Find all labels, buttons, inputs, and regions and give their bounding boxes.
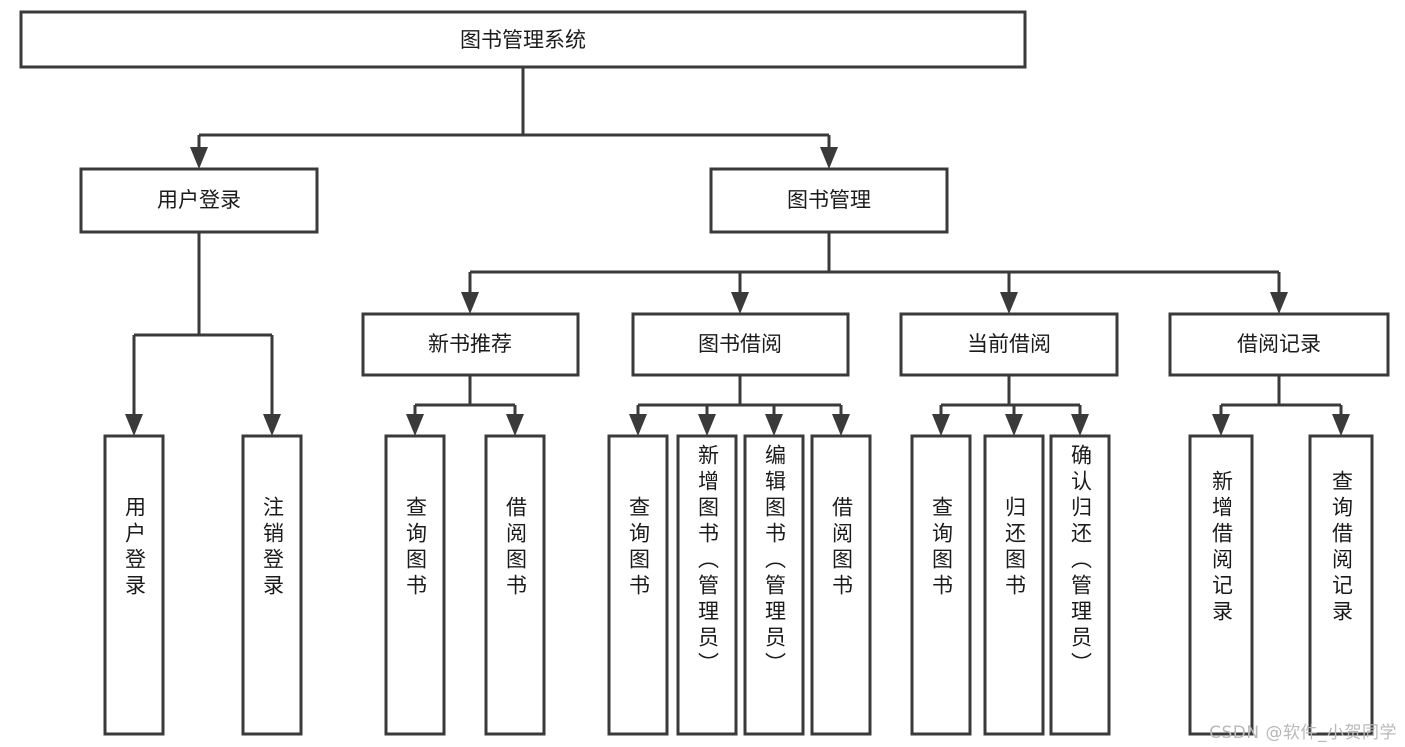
node-borrow-record[interactable]: 借阅记录 [1168,312,1390,377]
node-label: 当前借阅 [967,332,1051,356]
node-new-book-recommend[interactable]: 新书推荐 [361,312,580,377]
arrow-to-leaf [506,414,524,436]
arrow-to-current-borrow [1000,292,1018,314]
arrow-to-leaf [932,414,950,436]
arrow-to-leaf [1005,414,1023,436]
arrow-to-borrow-record [1270,292,1288,314]
connector-group-book-borrow [629,375,850,436]
arrow-to-leaf [125,414,143,436]
node-label: 图书管理系统 [460,28,586,52]
connector-group-user-login [125,232,281,436]
node-label: 用户登录 [157,188,241,212]
node-book-management[interactable]: 图书管理 [709,167,949,234]
node-label: 借阅记录 [1237,332,1321,356]
arrow-to-leaf [629,414,647,436]
csdn-watermark: CSDN @软件_小贺同学 [1209,723,1397,743]
connector-group-borrow-record [1212,375,1350,436]
connector-group-current-borrow [932,375,1089,436]
node-label: 新书推荐 [428,332,512,356]
leaf-node-borrow-book-rec[interactable] [484,434,546,736]
leaf-node-add-book-admin[interactable] [676,434,738,736]
connector-group-book-mgmt [461,232,1288,314]
arrow-to-leaf [1332,414,1350,436]
node-root-book-management-system[interactable]: 图书管理系统 [19,10,1027,69]
leaf-node-confirm-return-admin[interactable] [1049,434,1111,736]
leaf-node-query-book-rec[interactable] [384,434,446,736]
arrow-to-leaf [406,414,424,436]
leaf-node-logout[interactable] [241,434,303,736]
arrow-to-leaf [263,414,281,436]
leaf-box-group [103,434,1374,736]
node-current-borrow[interactable]: 当前借阅 [899,312,1119,377]
leaf-node-user-login[interactable] [103,434,165,736]
connector-group-new-book-rec [406,375,524,436]
leaf-node-add-borrow-record[interactable] [1188,434,1254,736]
leaf-node-return-book[interactable] [983,434,1045,736]
leaf-node-borrow-book[interactable] [810,434,872,736]
node-label: 图书管理 [787,188,871,212]
node-label: 图书借阅 [698,332,782,356]
arrow-to-user-login [190,147,208,169]
leaf-node-edit-book-admin[interactable] [743,434,805,736]
arrow-to-leaf [765,414,783,436]
arrow-to-book-borrow [731,292,749,314]
node-user-login[interactable]: 用户登录 [79,167,319,234]
arrow-to-new-book-rec [461,292,479,314]
arrow-to-leaf [1071,414,1089,436]
arrow-to-leaf [1212,414,1230,436]
leaf-node-query-book-borrow[interactable] [607,434,669,736]
arrow-to-leaf [698,414,716,436]
leaf-node-query-borrow-record[interactable] [1308,434,1374,736]
arrow-to-book-mgmt [820,147,838,169]
connector-group-root [190,67,838,169]
node-book-borrow[interactable]: 图书借阅 [631,312,850,377]
arrow-to-leaf [832,414,850,436]
leaf-node-query-book-current[interactable] [910,434,972,736]
